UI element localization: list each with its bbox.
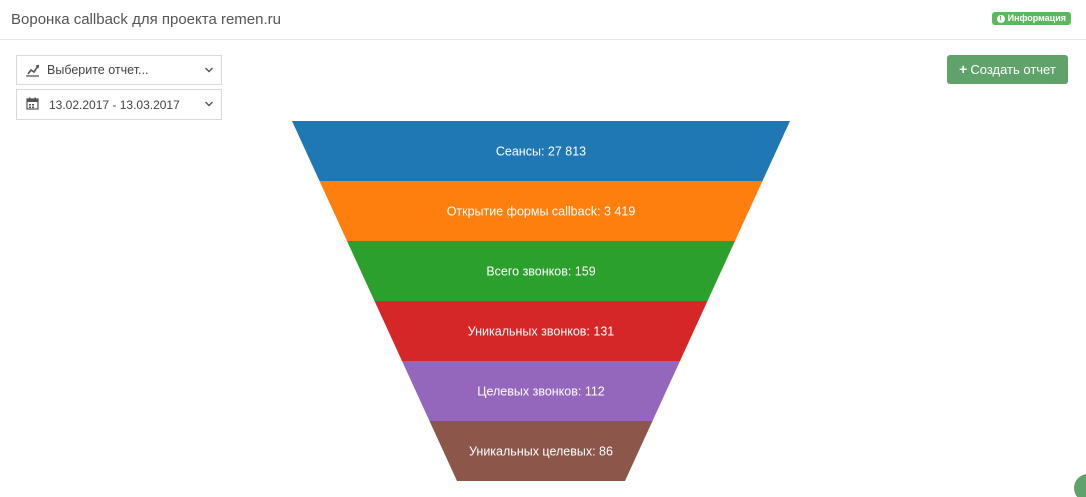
calendar-icon xyxy=(26,97,39,110)
page-title: Воронка callback для проекта remen.ru xyxy=(11,11,281,28)
funnel-segment xyxy=(347,241,735,301)
info-badge-label: Информация xyxy=(1007,13,1066,23)
chart-line-icon xyxy=(26,64,40,77)
funnel-segment xyxy=(402,361,680,421)
date-range-select[interactable]: 13.02.2017 - 13.03.2017 xyxy=(16,89,222,120)
create-report-label: Создать отчет xyxy=(970,62,1056,77)
chevron-down-icon xyxy=(205,67,213,73)
funnel-segment-label: Уникальных целевых: 86 xyxy=(469,445,613,459)
header: Воронка callback для проекта remen.ru i … xyxy=(0,0,1086,40)
plus-icon: + xyxy=(959,61,968,77)
funnel-segment xyxy=(319,181,763,241)
funnel-segment-label: Уникальных звонков: 131 xyxy=(468,325,615,339)
funnel-segment-label: Сеансы: 27 813 xyxy=(496,145,586,159)
report-select[interactable]: Выберите отчет... xyxy=(16,55,222,85)
info-circle-icon: i xyxy=(996,14,1005,23)
funnel-segment xyxy=(292,121,790,181)
funnel-segment-label: Целевых звонков: 112 xyxy=(477,385,605,399)
funnel-segment xyxy=(429,421,653,481)
info-badge[interactable]: i Информация xyxy=(991,12,1071,25)
chat-widget-button[interactable] xyxy=(1074,474,1086,497)
create-report-button[interactable]: +Создать отчет xyxy=(947,55,1068,84)
date-range-value: 13.02.2017 - 13.03.2017 xyxy=(49,98,180,112)
report-select-value: Выберите отчет... xyxy=(47,63,149,77)
chevron-down-icon xyxy=(205,101,213,107)
funnel-segment xyxy=(374,301,708,361)
funnel-segment-label: Открытие формы callback: 3 419 xyxy=(447,205,636,219)
funnel-segment-label: Всего звонков: 159 xyxy=(486,265,595,279)
